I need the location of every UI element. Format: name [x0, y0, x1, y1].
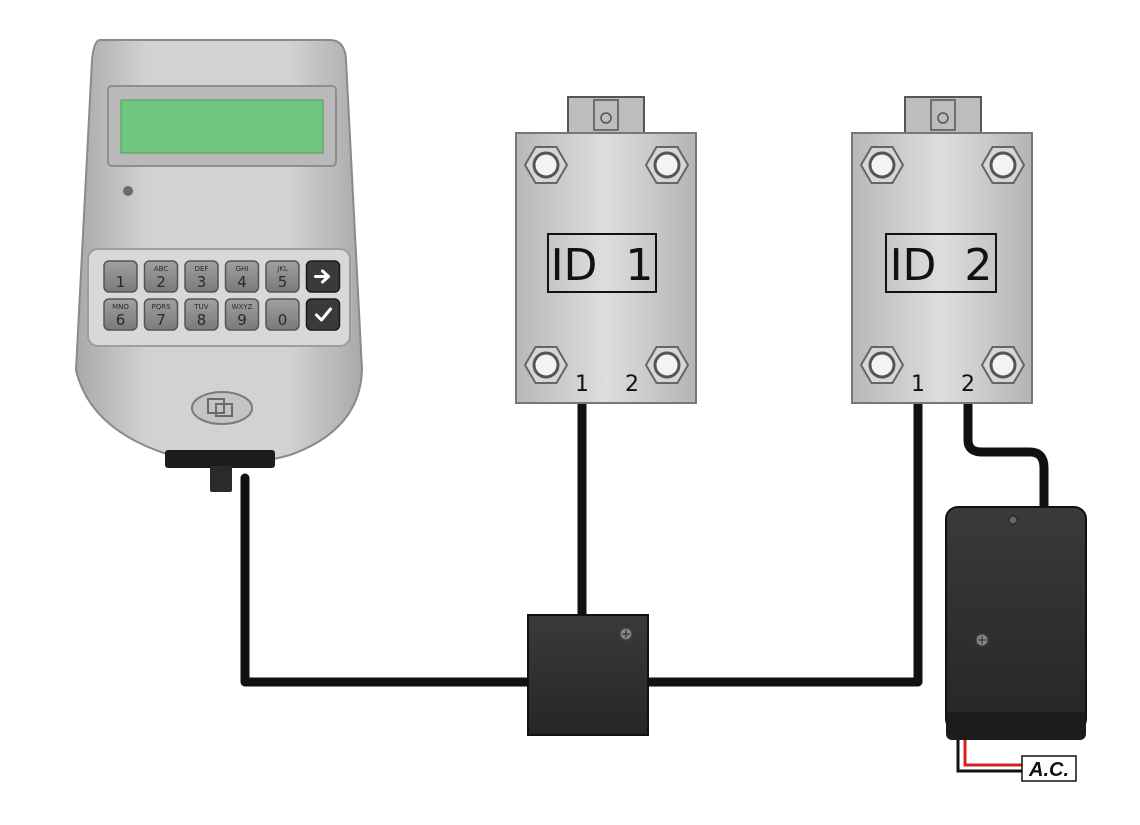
key-letters: MNO [112, 303, 129, 311]
enter-key[interactable] [305, 298, 341, 331]
ac-wires [956, 735, 1022, 773]
keypad-cable [240, 473, 535, 687]
key-digit: 8 [197, 311, 207, 329]
ac-label-box [1021, 755, 1077, 782]
ac-label-text: A.C. [1028, 759, 1069, 781]
key-letters: ABC [154, 265, 168, 273]
key-digit: 9 [237, 311, 247, 329]
lock-id2-terminal-1: 1 [911, 372, 925, 397]
power-supply [945, 506, 1087, 740]
checkmark-icon [315, 307, 332, 322]
key-letters: TUV [193, 303, 208, 311]
key-letters: JKL [276, 265, 288, 273]
arrow-key[interactable] [305, 260, 341, 293]
lock2-to-power-cable [963, 397, 1049, 513]
key-letters: DEF [195, 265, 209, 273]
lcd-display [120, 99, 324, 154]
lock-id2: ID 2 1 2 [851, 96, 1033, 404]
key-letters: GHI [236, 265, 249, 273]
lock-id1-terminal-1: 1 [575, 372, 589, 397]
junction-to-lock2-cable [643, 397, 923, 687]
key-0[interactable]: 0 [265, 298, 300, 331]
lock-id2-terminal-2: 2 [961, 372, 975, 397]
keypad-connector [165, 450, 275, 468]
key-digit: 7 [156, 311, 166, 329]
lock-id2-bolt [904, 96, 982, 138]
cables [240, 397, 1049, 687]
key-digit: 6 [116, 311, 126, 329]
lock-id1-terminal-2: 2 [625, 372, 639, 397]
key-letters: PQRS [151, 303, 171, 311]
lock-id2-label-box [885, 233, 997, 293]
key-1[interactable]: 1 [103, 260, 138, 293]
junction-box [527, 614, 649, 736]
status-led-icon [123, 186, 133, 196]
lock-id1-bolt [567, 96, 645, 138]
key-letters: WXYZ [232, 303, 253, 311]
lock-id1-label-box [547, 233, 657, 293]
key-digit: 0 [278, 311, 288, 329]
lock-id1-label: ID 1 [551, 240, 654, 291]
key-digit: 3 [197, 273, 207, 291]
lock-id1: ID 1 1 2 [515, 96, 697, 404]
ac-label: A.C. [1021, 755, 1077, 782]
brand-logo-icon [191, 391, 253, 425]
key-digit: 2 [156, 273, 166, 291]
lock-id2-screws [859, 146, 1026, 384]
right-arrow-icon [314, 269, 330, 284]
key-digit: 1 [116, 273, 126, 291]
key-digit: 4 [237, 273, 247, 291]
lock-id2-label: ID 2 [890, 240, 993, 291]
key-digit: 5 [278, 273, 288, 291]
lock-id1-screws [523, 146, 690, 384]
power-supply-top-screw-icon [1008, 515, 1018, 525]
